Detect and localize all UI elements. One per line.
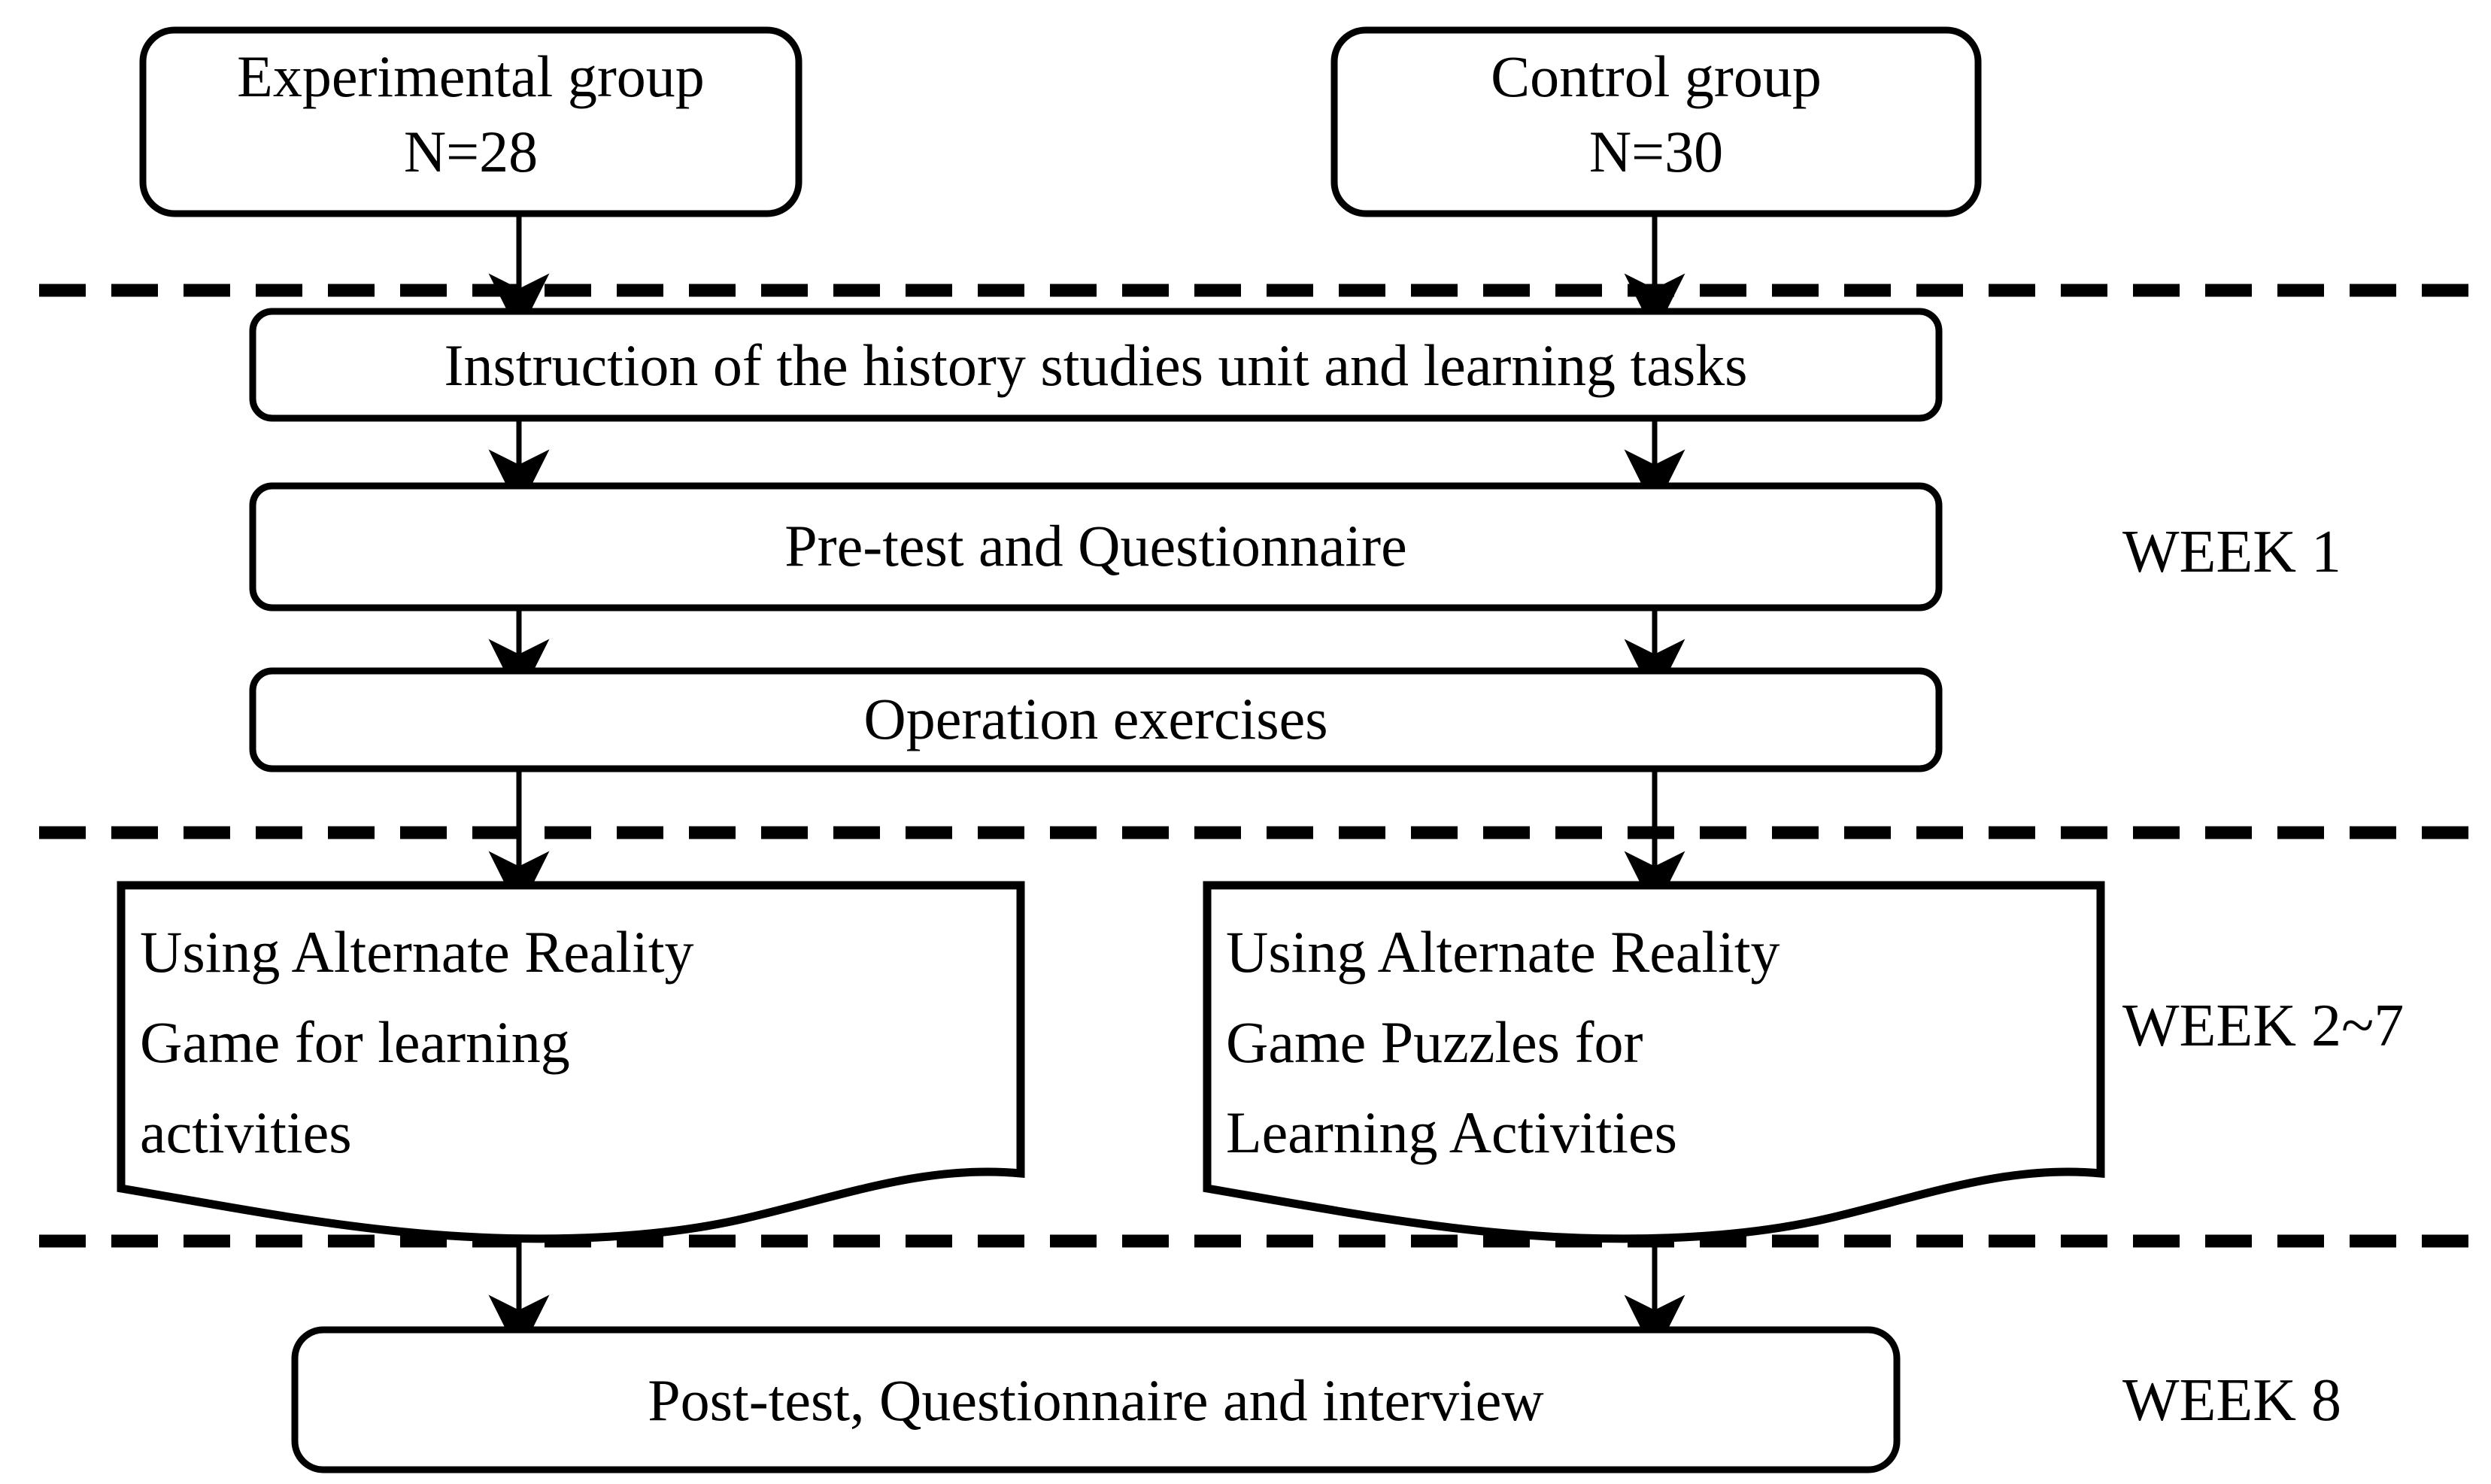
arg-experimental-line2: Game for learning <box>140 1009 570 1075</box>
pretest-label: Pre-test and Questionnaire <box>784 513 1406 578</box>
node-operation-exercises[interactable]: Operation exercises <box>249 667 1943 772</box>
node-arg-experimental[interactable]: Using Alternate Reality Game for learnin… <box>117 881 1025 1243</box>
arg-experimental-line3: activities <box>140 1100 352 1165</box>
instruction-label: Instruction of the history studies unit … <box>444 332 1747 398</box>
arg-control-line3: Learning Activities <box>1226 1100 1677 1165</box>
arg-experimental-document-shape[interactable] <box>117 881 1025 1243</box>
control-group-line1: Control group <box>1491 44 1822 109</box>
node-pretest[interactable]: Pre-test and Questionnaire <box>249 482 1943 612</box>
node-instruction[interactable]: Instruction of the history studies unit … <box>249 308 1943 422</box>
node-experimental-group[interactable]: Experimental group N=28 <box>139 26 803 217</box>
instruction-box[interactable] <box>249 308 1943 422</box>
posttest-label: Post-test, Questionnaire and interview <box>648 1367 1543 1433</box>
control-group-box[interactable] <box>1330 26 1982 217</box>
experimental-group-box[interactable] <box>139 26 803 217</box>
operation-exercises-box[interactable] <box>249 667 1943 772</box>
phase-label-week-2-7: WEEK 2~7 <box>2122 993 2404 1059</box>
arg-control-line2: Game Puzzles for <box>1226 1009 1643 1075</box>
phase-label-week-8: WEEK 8 <box>2122 1367 2341 1434</box>
arg-control-document-shape[interactable] <box>1203 881 2105 1243</box>
phase-label-week-1: WEEK 1 <box>2122 519 2341 585</box>
experimental-group-line1: Experimental group <box>237 44 705 109</box>
posttest-box[interactable] <box>291 1326 1901 1473</box>
node-posttest[interactable]: Post-test, Questionnaire and interview <box>291 1326 1901 1473</box>
arg-experimental-line1: Using Alternate Reality <box>140 919 694 985</box>
arg-control-line1: Using Alternate Reality <box>1226 919 1780 985</box>
operation-exercises-label: Operation exercises <box>863 686 1327 751</box>
control-group-line2: N=30 <box>1589 119 1723 184</box>
node-control-group[interactable]: Control group N=30 <box>1330 26 1982 217</box>
pretest-box[interactable] <box>249 482 1943 612</box>
experimental-group-line2: N=28 <box>404 119 538 184</box>
node-arg-control[interactable]: Using Alternate Reality Game Puzzles for… <box>1203 881 2105 1243</box>
